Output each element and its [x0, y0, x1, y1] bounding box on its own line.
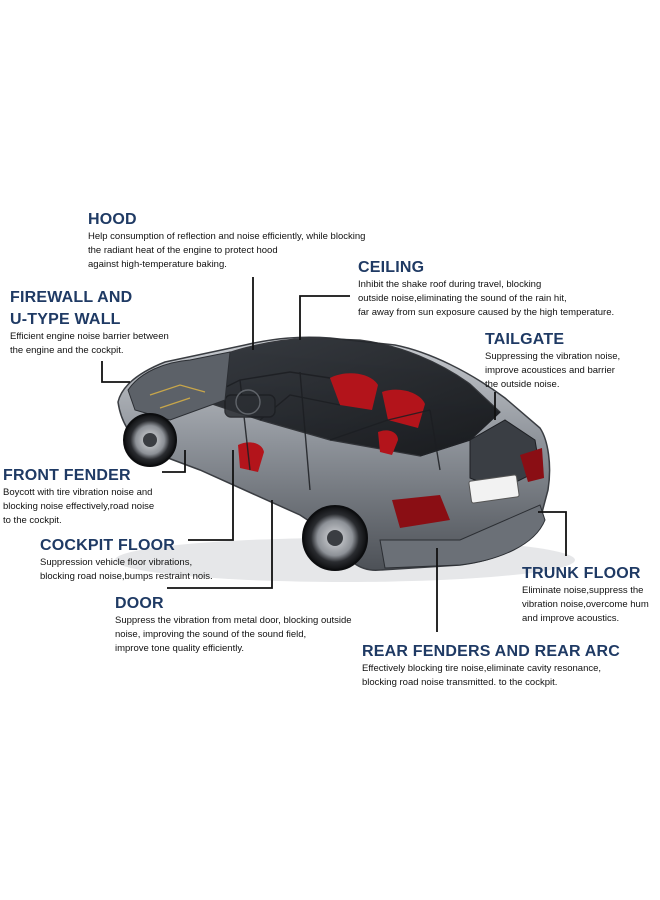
firewall-desc-line-2: the engine and the cockpit. — [10, 345, 124, 356]
front-fender-desc-line-3: to the cockpit. — [3, 515, 62, 526]
hood-desc-line-3: against high-temperature baking. — [88, 259, 227, 270]
engine-detail — [149, 384, 206, 409]
leader-cockpit-floor — [188, 450, 234, 541]
tailgate-desc-line-2: improve acoustices and barrier — [485, 365, 615, 376]
ceiling-desc-line-3: far away from sun exposure caused by the… — [358, 307, 615, 318]
wheel-front — [123, 413, 177, 467]
firewall-title-line-2: U-TYPE WALL — [10, 311, 121, 328]
tailgate-desc-line-1: Suppressing the vibration noise, — [485, 351, 621, 362]
leader-door — [167, 500, 273, 589]
tailgate-desc-line-3: the outside noise. — [485, 379, 560, 390]
leader-ceiling — [299, 295, 350, 340]
callout-ceiling: CEILING Inhibit the shake roof during tr… — [358, 258, 614, 320]
rear-fenders-desc-line-2: blocking road noise transmitted. to the … — [362, 677, 558, 688]
callout-hood: HOOD Help consumption of reflection and … — [88, 210, 365, 272]
wheel-rear — [302, 505, 368, 571]
door-desc-line-2: noise, improving the sound of the sound … — [115, 629, 307, 640]
door-title: DOOR — [115, 595, 164, 612]
callout-front-fender: FRONT FENDER Boycott with tire vibration… — [3, 466, 154, 528]
rear-fenders-title: REAR FENDERS AND REAR ARC — [362, 643, 621, 660]
trunk-floor-desc-line-3: and improve acoustics. — [522, 613, 620, 624]
rear-bumper — [379, 504, 546, 569]
trunk-floor-desc-line-1: Eliminate noise,suppress the — [522, 585, 644, 596]
rear-fenders-desc-line-1: Effectively blocking tire noise,eliminat… — [362, 663, 602, 674]
cockpit-floor-desc-line-2: blocking road noise,bumps restraint nois… — [40, 571, 213, 582]
license-plate — [468, 474, 520, 504]
front-fender-title: FRONT FENDER — [3, 467, 131, 484]
cockpit-floor-title: COCKPIT FLOOR — [40, 537, 176, 554]
leader-front-fender — [162, 450, 186, 473]
firewall-desc-line-1: Efficient engine noise barrier between — [10, 331, 169, 342]
callout-door: DOOR Suppress the vibration from metal d… — [115, 594, 352, 656]
firewall-title-line-1: FIREWALL AND — [10, 289, 133, 306]
hood-title: HOOD — [88, 211, 137, 228]
callout-trunk-floor: TRUNK FLOOR Eliminate noise,suppress the… — [522, 564, 649, 626]
cockpit-floor-desc-line-1: Suppression vehicle floor vibrations, — [40, 557, 193, 568]
hood-desc-line-2: the radiant heat of the engine to protec… — [88, 245, 278, 256]
front-fender-desc-line-2: blocking noise effectively,road noise — [3, 501, 155, 512]
callout-cockpit-floor: COCKPIT FLOOR Suppression vehicle floor … — [40, 536, 213, 584]
hood-desc-line-1: Help consumption of reflection and noise… — [88, 231, 366, 242]
seat-front — [238, 442, 264, 472]
ceiling-title: CEILING — [358, 259, 425, 276]
leader-firewall — [101, 361, 130, 383]
door-desc-line-1: Suppress the vibration from metal door, … — [115, 615, 352, 626]
ceiling-desc-line-2: outside noise,eliminating the sound of t… — [358, 293, 567, 304]
trunk-floor-desc-line-2: vibration noise,overcome hum — [522, 599, 649, 610]
tail-light-right — [520, 448, 544, 482]
callout-rear-fenders: REAR FENDERS AND REAR ARC Effectively bl… — [362, 642, 620, 690]
seat-front-2 — [378, 430, 398, 455]
tailgate-title: TAILGATE — [485, 331, 565, 348]
door-desc-line-3: improve tone quality efficiently. — [115, 643, 245, 654]
callout-firewall: FIREWALL AND U-TYPE WALL Efficient engin… — [10, 288, 169, 358]
engine-bay — [127, 351, 231, 421]
leader-trunk-floor — [538, 511, 567, 556]
trunk-floor-title: TRUNK FLOOR — [522, 565, 641, 582]
tail-light-left — [392, 495, 450, 528]
front-fender-desc-line-1: Boycott with tire vibration noise and — [3, 487, 153, 498]
ceiling-desc-line-1: Inhibit the shake roof during travel, bl… — [358, 279, 542, 290]
seat-rear-1 — [330, 373, 378, 410]
callout-tailgate: TAILGATE Suppressing the vibration noise… — [485, 330, 620, 392]
